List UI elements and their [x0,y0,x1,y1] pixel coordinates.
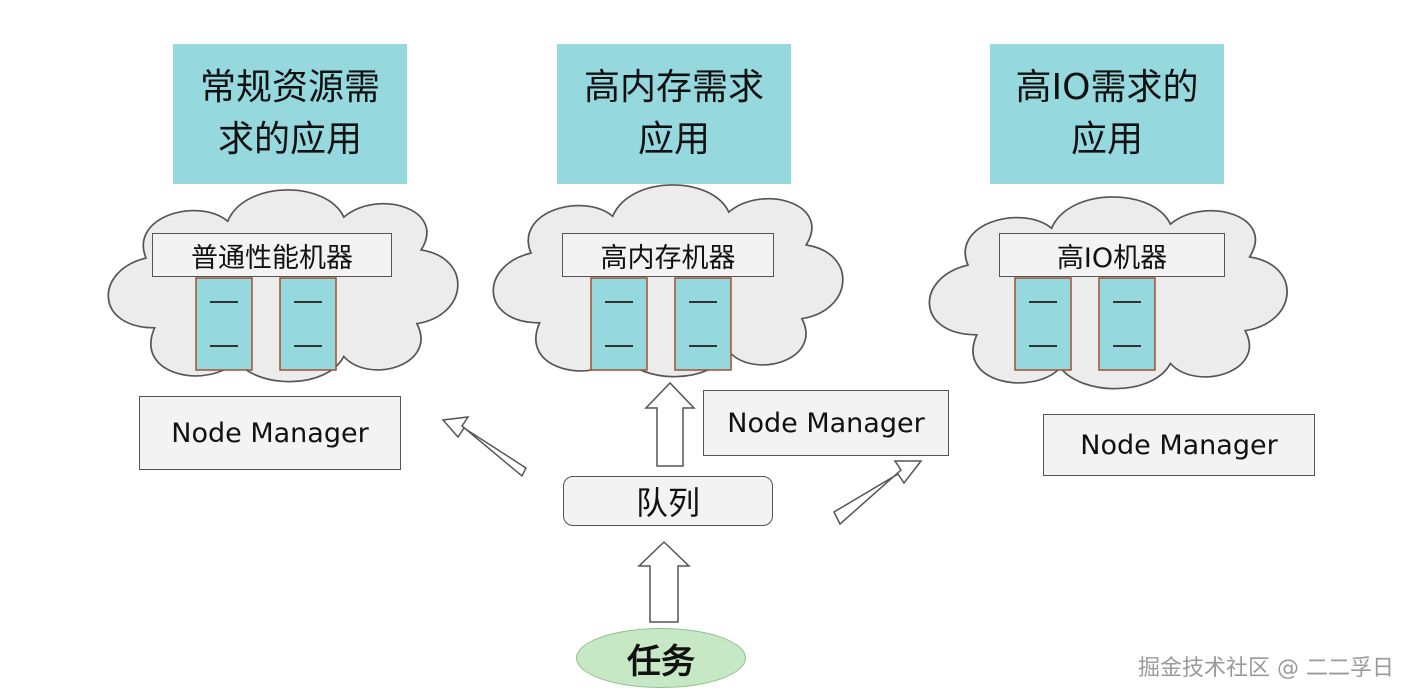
app-io-line1: 高IO需求的 [1015,67,1199,108]
app-general-line2: 求的应用 [217,119,362,160]
node-manager-io: Node Manager [1043,414,1315,476]
task-ellipse: 任务 [576,628,746,688]
app-box-io: 高IO需求的应用 [990,44,1224,184]
app-general-line1: 常规资源需 [199,67,380,108]
node-manager-general: Node Manager [139,396,401,470]
machine-label-general: 普通性能机器 [152,233,392,277]
node-manager-memory: Node Manager [703,390,949,456]
arrow-task-to-queue [637,540,691,623]
arrow-queue-to-io [833,460,923,526]
cloud-memory [492,184,844,378]
machine-label-memory: 高内存机器 [562,233,774,277]
watermark: 掘金技术社区 @ 二二孚日 [1138,656,1394,681]
arrow-queue-to-general [441,416,527,478]
app-io-line2: 应用 [1070,119,1143,160]
arrow-queue-to-memory [644,381,696,467]
queue-box: 队列 [563,476,773,526]
app-memory-line1: 高内存需求 [583,67,764,108]
app-box-general: 常规资源需求的应用 [173,44,407,184]
machine-label-io: 高IO机器 [999,233,1225,277]
app-memory-line2: 应用 [637,119,710,160]
app-box-memory: 高内存需求应用 [557,44,791,184]
